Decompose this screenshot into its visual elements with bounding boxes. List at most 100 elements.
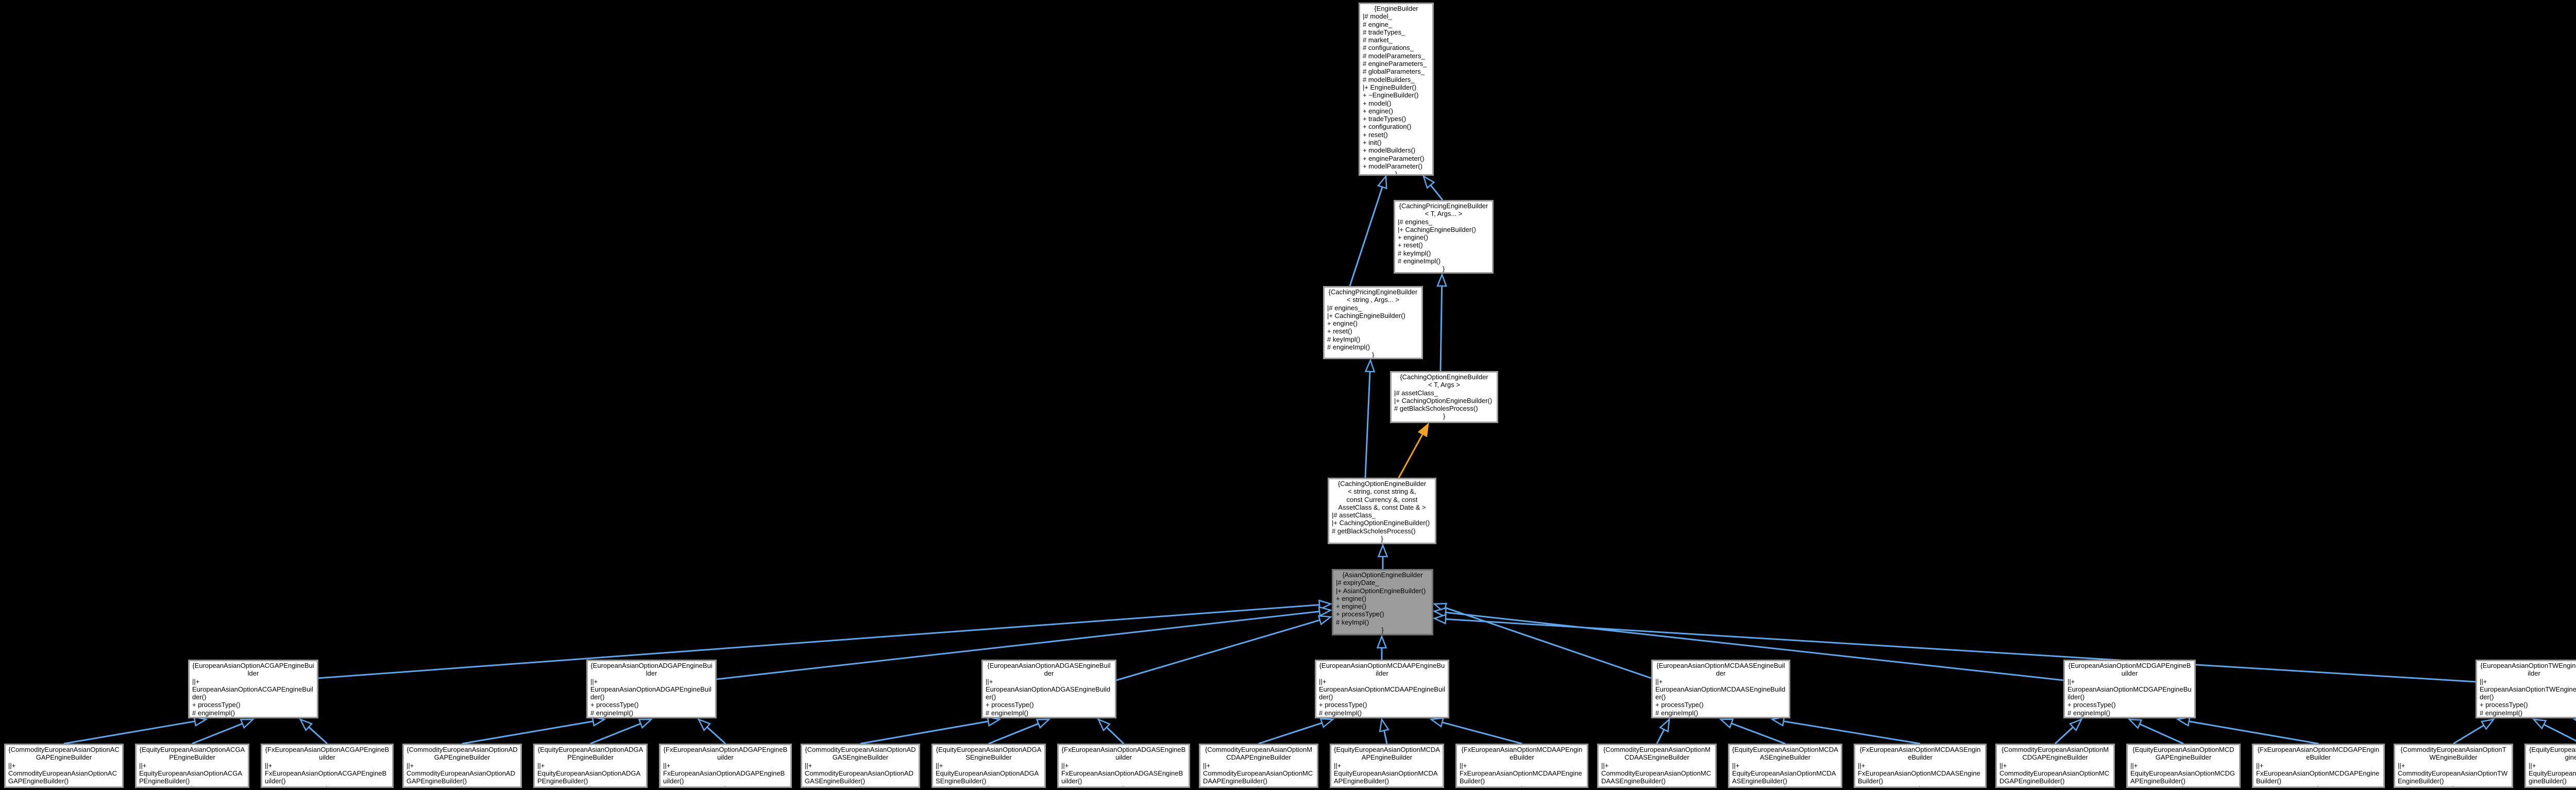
class-node-equity-adgap[interactable]: {EquityEuropeanAsianOptionADGAPEngineBui… <box>533 744 648 788</box>
inheritance-edge <box>1445 607 1652 679</box>
inheritance-edge <box>1445 611 2064 681</box>
class-node-equity-acgap[interactable]: {EquityEuropeanAsianOptionACGAPEngineBui… <box>135 744 249 788</box>
class-node-commodity-tw[interactable]: {CommodityEuropeanAsianOptionTWEngineBui… <box>2394 744 2513 788</box>
arrowhead <box>1318 606 1333 617</box>
class-node-fx-mcdgap[interactable]: {FxEuropeanAsianOptionMCDGAPEngineBuilde… <box>2252 744 2385 788</box>
class-node-engine-builder[interactable]: {EngineBuilder|# model_# engine_# tradeT… <box>1359 3 1434 176</box>
class-node-european-asian-option-mcdaap[interactable]: {EuropeanAsianOptionMCDAAPEngineBuilder|… <box>1315 660 1449 718</box>
class-node-commodity-acgap[interactable]: {CommodityEuropeanAsianOptionACGAPEngine… <box>4 744 124 788</box>
arrowhead <box>299 718 313 732</box>
arrowhead <box>2127 718 2143 729</box>
member-line: # getBlackScholesProcess() <box>1394 405 1478 413</box>
class-node-asian-option-engine-builder[interactable]: {AsianOptionEngineBuilder|# expiryDate_|… <box>1332 569 1433 635</box>
class-title: {EuropeanAsianOptionMCDGAPEngineBuilder <box>2068 662 2191 678</box>
class-node-european-asian-option-tw[interactable]: {EuropeanAsianOptionTWEngineBuilder||+ E… <box>2476 660 2576 718</box>
arrowhead <box>240 718 255 729</box>
member-line: # keyImpl() <box>1327 335 1361 343</box>
class-node-equity-mcdgap[interactable]: {EquityEuropeanAsianOptionMCDGAPEngineBu… <box>2126 744 2241 788</box>
class-node-european-asian-option-adgas[interactable]: {EuropeanAsianOptionADGASEngineBuilder||… <box>981 660 1116 718</box>
class-node-fx-adgas[interactable]: {FxEuropeanAsianOptionADGASEngineBuilder… <box>1057 744 1190 788</box>
member-line: + processType() <box>192 701 241 709</box>
class-node-fx-adgap[interactable]: {FxEuropeanAsianOptionADGAPEngineBuilder… <box>659 744 792 788</box>
arrowhead <box>1432 607 1447 618</box>
member-line: ||+ EquityEuropeanAsianOptionTWEngineBui… <box>2529 761 2576 785</box>
class-node-fx-mcdaas[interactable]: {FxEuropeanAsianOptionMCDAASEngineBuilde… <box>1854 744 1987 788</box>
class-node-european-asian-option-mcdgap[interactable]: {EuropeanAsianOptionMCDGAPEngineBuilder|… <box>2063 660 2196 718</box>
member-line: + engine() <box>1327 320 1358 328</box>
class-node-commodity-mcdaap[interactable]: {CommodityEuropeanAsianOptionMCDAAPEngin… <box>1199 744 1318 788</box>
member-line: # engineParameters_ <box>1363 60 1427 68</box>
closing-brace: } <box>1203 785 1314 786</box>
member-line: # engineImpl() <box>1327 343 1370 351</box>
class-node-european-asian-option-mcdaas[interactable]: {EuropeanAsianOptionMCDAASEngineBuilder|… <box>1651 660 1790 718</box>
closing-brace: } <box>805 785 916 786</box>
member-line: ||+ FxEuropeanAsianOptionACGAPEngineBuil… <box>265 761 387 785</box>
member-line: + ~EngineBuilder() <box>1363 91 1419 99</box>
closing-brace: } <box>537 785 643 786</box>
class-node-commodity-mcdaas[interactable]: {CommodityEuropeanAsianOptionMCDAASEngin… <box>1597 744 1717 788</box>
class-node-equity-tw[interactable]: {EquityEuropeanAsianOptionTWEngineBuilde… <box>2524 744 2576 788</box>
class-node-equity-mcdaap[interactable]: {EquityEuropeanAsianOptionMCDAAPEngineBu… <box>1330 744 1444 788</box>
member-line: # keyImpl() <box>1336 618 1369 626</box>
member-line: ||+ EuropeanAsianOptionTWEngineBuilder() <box>2480 677 2576 701</box>
member-line: ||+ CommodityEuropeanAsianOptionTWEngine… <box>2398 761 2508 785</box>
member-line: + engine() <box>1398 233 1428 242</box>
member-line: # engineImpl() <box>590 709 634 717</box>
member-line: ||+ CommodityEuropeanAsianOptionMCDGAPEn… <box>1999 761 2110 785</box>
class-title: {FxEuropeanAsianOptionMCDAASEngineBuilde… <box>1859 746 1981 762</box>
member-line: # engineImpl() <box>1655 709 1699 717</box>
arrowhead <box>1364 358 1376 373</box>
arrowhead <box>1036 718 1051 729</box>
inheritance-edge <box>2189 720 2319 745</box>
class-title: {FxEuropeanAsianOptionADGAPEngineBuilder <box>663 746 788 762</box>
closing-brace: } <box>1061 785 1186 786</box>
member-line: + reset() <box>1398 241 1423 249</box>
inheritance-edge <box>1116 619 1320 681</box>
class-node-caching-pricing-engine-builder-string[interactable]: {CachingPricingEngineBuilder< string , A… <box>1323 286 1423 359</box>
inheritance-edge <box>318 604 1320 679</box>
class-node-european-asian-option-acgap[interactable]: {EuropeanAsianOptionACGAPEngineBuilder||… <box>188 660 318 718</box>
member-line: + processType() <box>2067 701 2116 709</box>
member-line: # engineImpl() <box>1398 257 1441 265</box>
class-node-fx-acgap[interactable]: {FxEuropeanAsianOptionACGAPEngineBuilder… <box>261 744 394 788</box>
closing-brace: } <box>8 785 120 786</box>
class-node-fx-mcdaap[interactable]: {FxEuropeanAsianOptionMCDAAPEngineBuilde… <box>1455 744 1588 788</box>
closing-brace: } <box>2480 717 2576 718</box>
class-title: {EuropeanAsianOptionADGASEngineBuilder <box>987 662 1111 678</box>
member-line: + engine() <box>1336 602 1366 611</box>
member-line: + processType() <box>590 701 639 709</box>
class-node-european-asian-option-adgap[interactable]: {EuropeanAsianOptionADGAPEngineBuilder||… <box>586 660 717 718</box>
closing-brace: } <box>1443 412 1446 421</box>
class-node-commodity-adgap[interactable]: {CommodityEuropeanAsianOptionADGAPEngine… <box>402 744 522 788</box>
inheritance-edge <box>1731 722 1786 745</box>
class-node-caching-option-engine-builder-string[interactable]: {CachingOptionEngineBuilder< string, con… <box>1328 478 1436 544</box>
class-node-commodity-mcdgap[interactable]: {CommodityEuropeanAsianOptionMCDGAPEngin… <box>1995 744 2115 788</box>
member-line: # engineImpl() <box>1319 709 1362 717</box>
member-line: # engineImpl() <box>2480 709 2523 717</box>
closing-brace: } <box>2130 785 2236 786</box>
closing-brace: } <box>192 717 314 718</box>
member-line: |# expiryDate_ <box>1336 579 1379 587</box>
inheritance-edge <box>192 722 243 745</box>
member-line: + modelBuilders() <box>1363 146 1416 155</box>
closing-brace: } <box>2067 717 2192 718</box>
class-node-equity-adgas[interactable]: {EquityEuropeanAsianOptionADGASEngineBui… <box>931 744 1046 788</box>
class-node-caching-option-engine-builder-t[interactable]: {CachingOptionEngineBuilder< T, Args >|#… <box>1390 371 1498 423</box>
class-title: {FxEuropeanAsianOptionADGASEngineBuilder <box>1061 746 1186 762</box>
class-node-commodity-adgas[interactable]: {CommodityEuropeanAsianOptionADGASEngine… <box>801 744 920 788</box>
member-line: + tradeTypes() <box>1363 115 1406 123</box>
member-line: + processType() <box>2480 701 2528 709</box>
class-node-caching-pricing-engine-builder-t[interactable]: {CachingPricingEngineBuilder< T, Args...… <box>1394 200 1494 274</box>
class-node-equity-mcdaas[interactable]: {EquityEuropeanAsianOptionMCDAASEngineBu… <box>1728 744 1842 788</box>
member-line: # engineImpl() <box>2067 709 2111 717</box>
member-line: ||+ FxEuropeanAsianOptionMCDAASEngineBui… <box>1858 761 1980 785</box>
member-line: |+ EngineBuilder() <box>1363 83 1417 91</box>
member-line: + reset() <box>1363 130 1388 139</box>
inheritance-edge <box>716 610 1320 680</box>
class-title: {EquityEuropeanAsianOptionMCDAAPEngineBu… <box>1334 746 1440 762</box>
member-line: + modelParameter() <box>1363 162 1422 170</box>
closing-brace: } <box>1601 785 1713 786</box>
inheritance-edge <box>1442 721 1522 745</box>
member-line: ||+ EquityEuropeanAsianOptionADGASEngine… <box>936 761 1039 785</box>
